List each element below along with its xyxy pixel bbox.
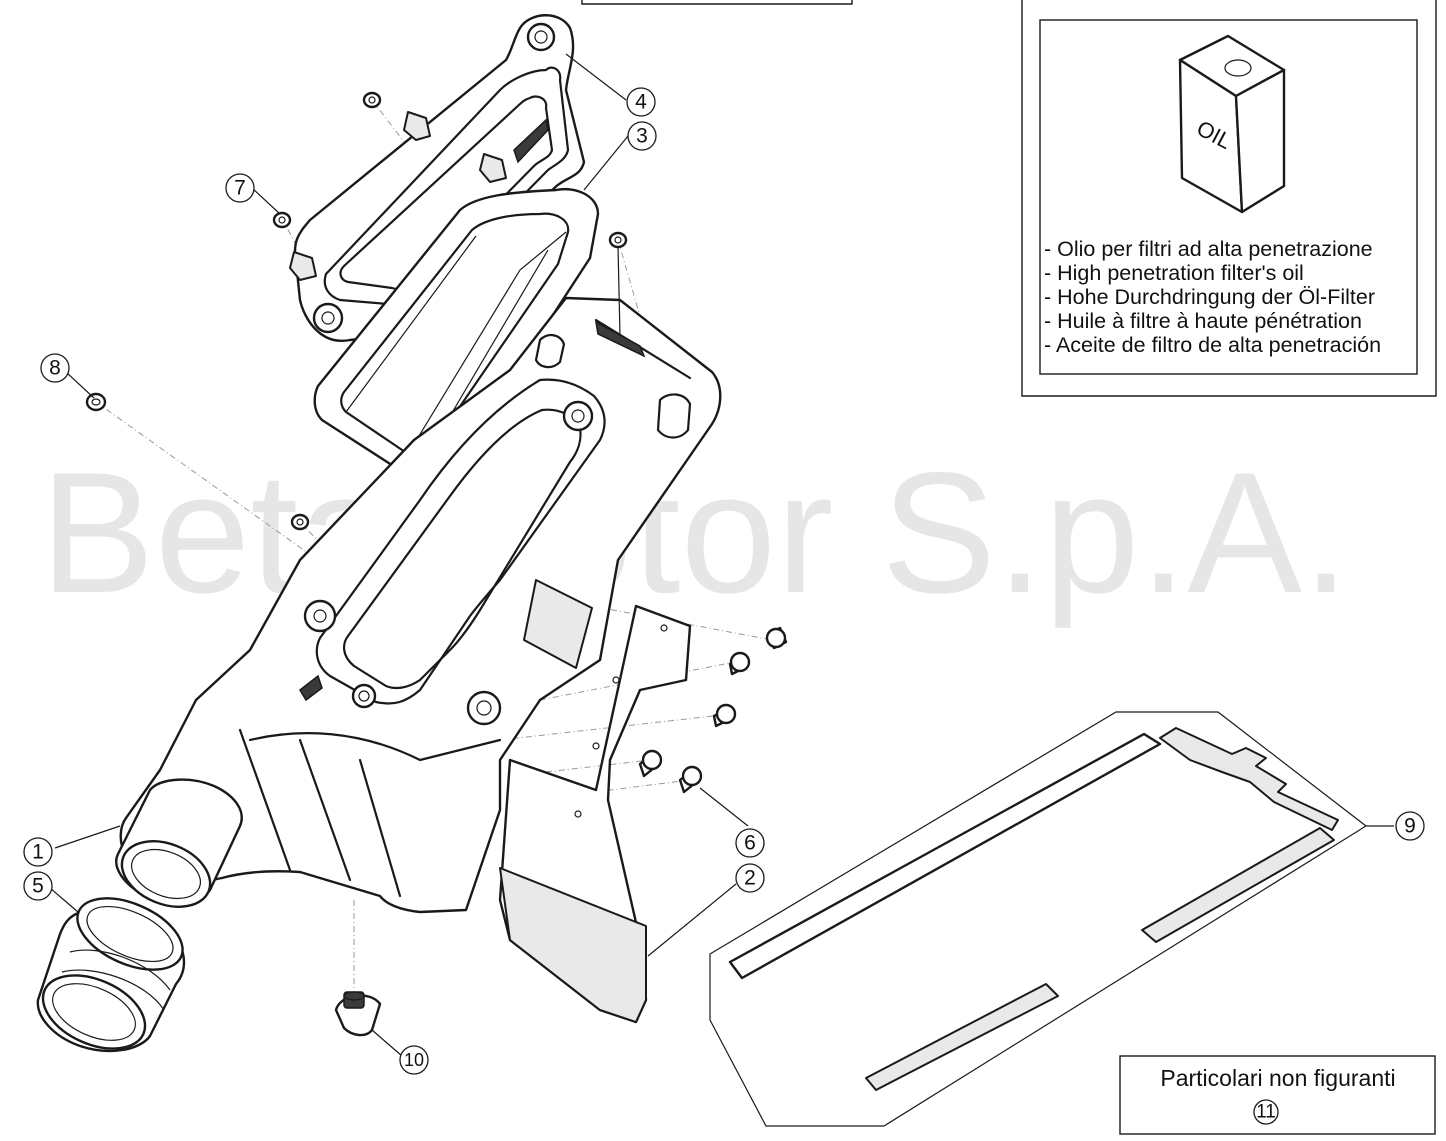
callout-7-label: 7	[234, 177, 246, 200]
callout-2-circle	[735, 863, 765, 893]
oil-note-line-2: - High penetration filter's oil	[1044, 261, 1304, 285]
part-9-seal-strips	[709, 711, 1368, 1127]
oil-can-icon	[1178, 34, 1286, 214]
part-5-rubber-sleeve	[36, 897, 186, 1053]
leader-lines	[49, 53, 1394, 1057]
part-3-air-filter	[313, 187, 600, 484]
callout-7-circle	[225, 173, 255, 203]
callout-11-label: 11	[1256, 1102, 1276, 1123]
part-8-grommets	[85, 392, 310, 531]
callout-6-label: 6	[744, 832, 756, 855]
watermark: Betamotor S.p.A.	[40, 437, 1350, 629]
part-10-drain-plug	[334, 991, 382, 1037]
not-shown-parts-box: Particolari non figuranti 11	[1119, 1055, 1436, 1135]
not-shown-frame	[1119, 1055, 1436, 1135]
callout-6-circle	[735, 828, 765, 858]
callout-9-label: 9	[1404, 815, 1416, 838]
cropped-top-box	[581, 0, 853, 5]
callout-2-label: 2	[744, 867, 756, 890]
callout-4-label: 4	[635, 91, 647, 114]
callout-10-label: 10	[404, 1050, 424, 1070]
callout-10-circle	[399, 1045, 429, 1075]
callout-8-circle	[40, 353, 70, 383]
callout-5-label: 5	[32, 875, 44, 898]
oil-note-line-5: - Aceite de filtro de alta penetración	[1044, 333, 1381, 357]
oil-note-line-3: - Hohe Durchdringung der Öl-Filter	[1044, 285, 1375, 309]
callout-3-label: 3	[636, 125, 648, 148]
oil-note-outer-frame	[1021, 0, 1437, 397]
callout-1-label: 1	[32, 841, 44, 864]
part-4-upper-frame	[289, 14, 586, 343]
oil-note-panel: OIL - Olio per filtri ad alta penetrazio…	[1021, 0, 1437, 397]
oil-note-line-1: - Olio per filtri ad alta penetrazione	[1044, 237, 1373, 261]
callout-8-label: 8	[49, 357, 61, 380]
callouts: 4 3 7 8 1 5 6 2 9 10	[23, 87, 1425, 1075]
callout-3-circle	[627, 121, 657, 151]
part-2-mud-guard	[498, 604, 692, 1024]
callout-4-circle	[626, 87, 656, 117]
oil-note-inner-frame	[1039, 19, 1418, 375]
callout-5-circle	[23, 871, 53, 901]
part-6-screws	[638, 626, 788, 794]
oil-note-line-4: - Huile à filtre à haute pénétration	[1044, 309, 1362, 333]
callout-11-circle	[1253, 1099, 1279, 1125]
callout-9-circle	[1395, 811, 1425, 841]
callout-1-circle	[23, 837, 53, 867]
part-1-air-box	[115, 296, 722, 914]
not-shown-label: Particolari non figuranti	[1160, 1065, 1395, 1091]
